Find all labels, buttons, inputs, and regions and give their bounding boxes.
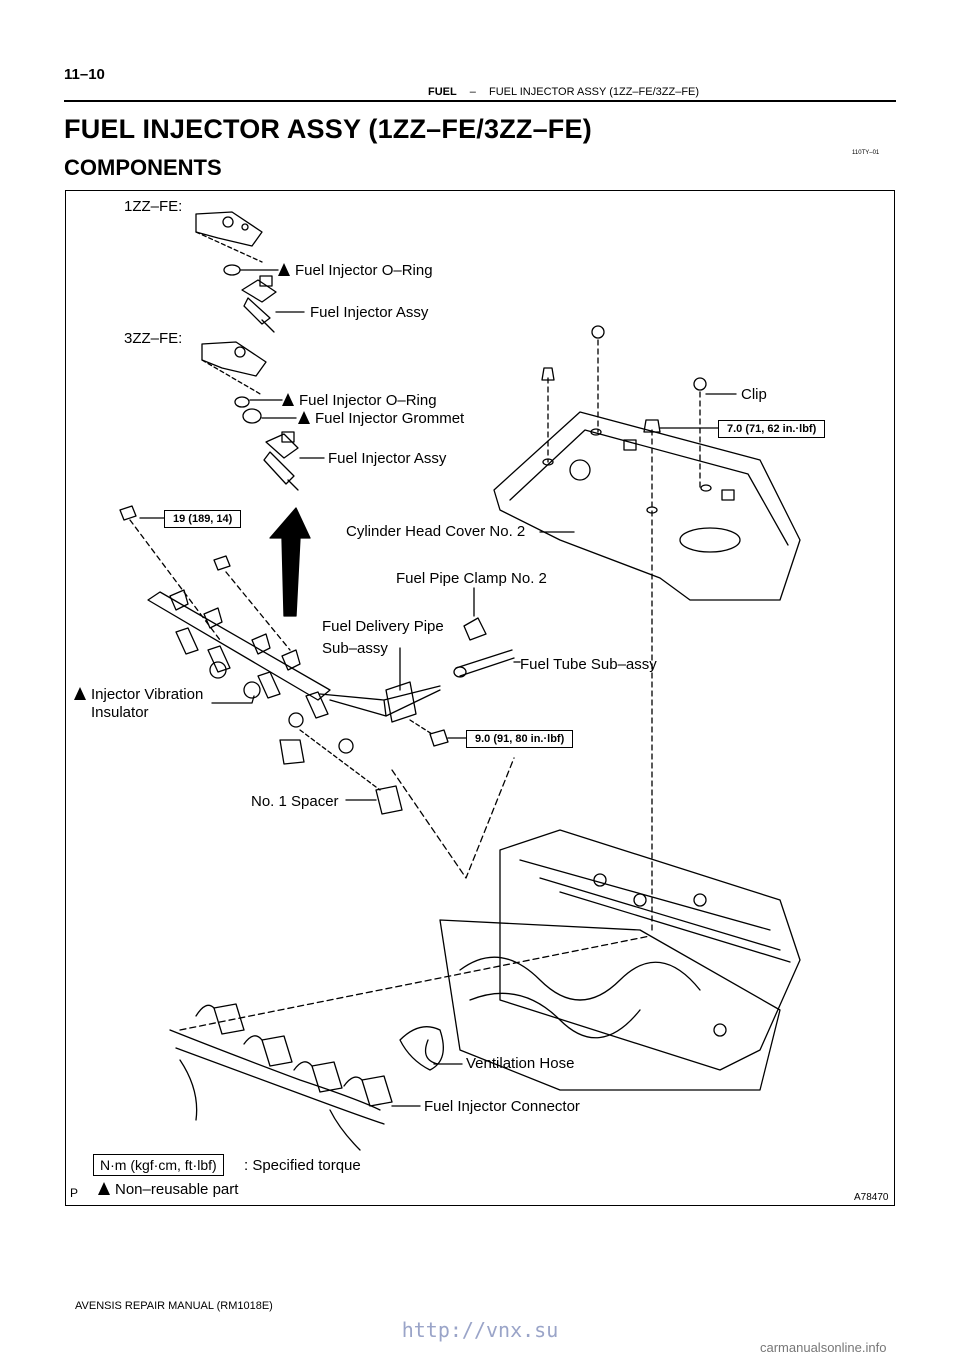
delivery-pipe-shape bbox=[147, 589, 441, 719]
doc-code: 110TY–01 bbox=[852, 150, 880, 156]
legend-torque-desc: : Specified torque bbox=[244, 1157, 361, 1174]
watermark-link[interactable]: http://vnx.su bbox=[401, 1318, 559, 1342]
header-section: FUEL bbox=[428, 86, 457, 98]
label-injector-1zz: Fuel Injector Assy bbox=[310, 304, 429, 321]
label-oring-1zz: Fuel Injector O–Ring bbox=[278, 262, 433, 279]
delivery-pipe-segment-1zz bbox=[195, 211, 263, 263]
torque-cover: 7.0 (71, 62 in.·lbf) bbox=[718, 420, 826, 438]
oring-1zz-shape bbox=[223, 264, 241, 276]
running-header: FUEL – FUEL INJECTOR ASSY (1ZZ–FE/3ZZ–FE… bbox=[428, 86, 699, 98]
oring-3zz-shape bbox=[234, 396, 250, 408]
nonreusable-mark-icon bbox=[298, 411, 310, 424]
connector-harness-shape bbox=[169, 1003, 393, 1151]
label-spacer: No. 1 Spacer bbox=[251, 793, 339, 810]
footer-manual: AVENSIS REPAIR MANUAL (RM1018E) bbox=[75, 1300, 273, 1312]
label-connector: Fuel Injector Connector bbox=[424, 1098, 580, 1115]
engine-label-1zz: 1ZZ–FE: bbox=[124, 198, 183, 215]
legend-torque-unit: N·m (kgf·cm, ft·lbf) bbox=[93, 1154, 224, 1176]
label-head-cover: Cylinder Head Cover No. 2 bbox=[346, 523, 526, 540]
label-delivery-pipe: Fuel Delivery Pipe bbox=[322, 618, 444, 635]
label-delivery-pipe-2: Sub–assy bbox=[322, 640, 388, 657]
nonreusable-mark-icon bbox=[278, 263, 290, 276]
label-fuel-tube: Fuel Tube Sub–assy bbox=[520, 656, 657, 673]
label-vibration-insulator-2: Insulator bbox=[91, 704, 149, 721]
nonreusable-mark-icon bbox=[282, 393, 294, 406]
label-vibration-insulator: Injector Vibration bbox=[74, 686, 203, 703]
label-oring-3zz: Fuel Injector O–Ring bbox=[282, 392, 437, 409]
header-subsection: FUEL INJECTOR ASSY (1ZZ–FE/3ZZ–FE) bbox=[488, 86, 700, 98]
label-clip: Clip bbox=[741, 386, 767, 403]
label-injector-3zz: Fuel Injector Assy bbox=[328, 450, 447, 467]
engine-label-3zz: 3ZZ–FE: bbox=[124, 330, 183, 347]
torque-pipe-bolt: 19 (189, 14) bbox=[164, 510, 242, 528]
footer-brand: carmanualsonline.info bbox=[760, 1340, 887, 1355]
figure-frame bbox=[65, 190, 895, 1206]
nonreusable-mark-icon bbox=[74, 687, 86, 700]
injector-1zz-shape bbox=[241, 275, 277, 333]
torque-clamp-bolt: 9.0 (91, 80 in.·lbf) bbox=[466, 730, 574, 748]
label-vent-hose: Ventilation Hose bbox=[466, 1055, 575, 1072]
nonreusable-mark-icon bbox=[98, 1182, 110, 1195]
label-pipe-clamp: Fuel Pipe Clamp No. 2 bbox=[396, 570, 547, 587]
page-number: 11–10 bbox=[64, 66, 105, 83]
legend-nonreusable: Non–reusable part bbox=[98, 1181, 238, 1198]
label-grommet: Fuel Injector Grommet bbox=[298, 410, 464, 427]
header-rule bbox=[64, 100, 896, 102]
figure-id: A78470 bbox=[854, 1192, 889, 1203]
header-separator: – bbox=[469, 86, 476, 98]
section-title: COMPONENTS bbox=[64, 155, 222, 180]
grommet-shape bbox=[242, 408, 262, 424]
delivery-pipe-segment-3zz bbox=[201, 341, 267, 396]
page-title: FUEL INJECTOR ASSY (1ZZ–FE/3ZZ–FE) bbox=[64, 114, 592, 144]
figure-corner-letter: P bbox=[70, 1186, 79, 1200]
injector-3zz-shape bbox=[263, 431, 299, 491]
engine-block-shape bbox=[439, 829, 801, 1091]
